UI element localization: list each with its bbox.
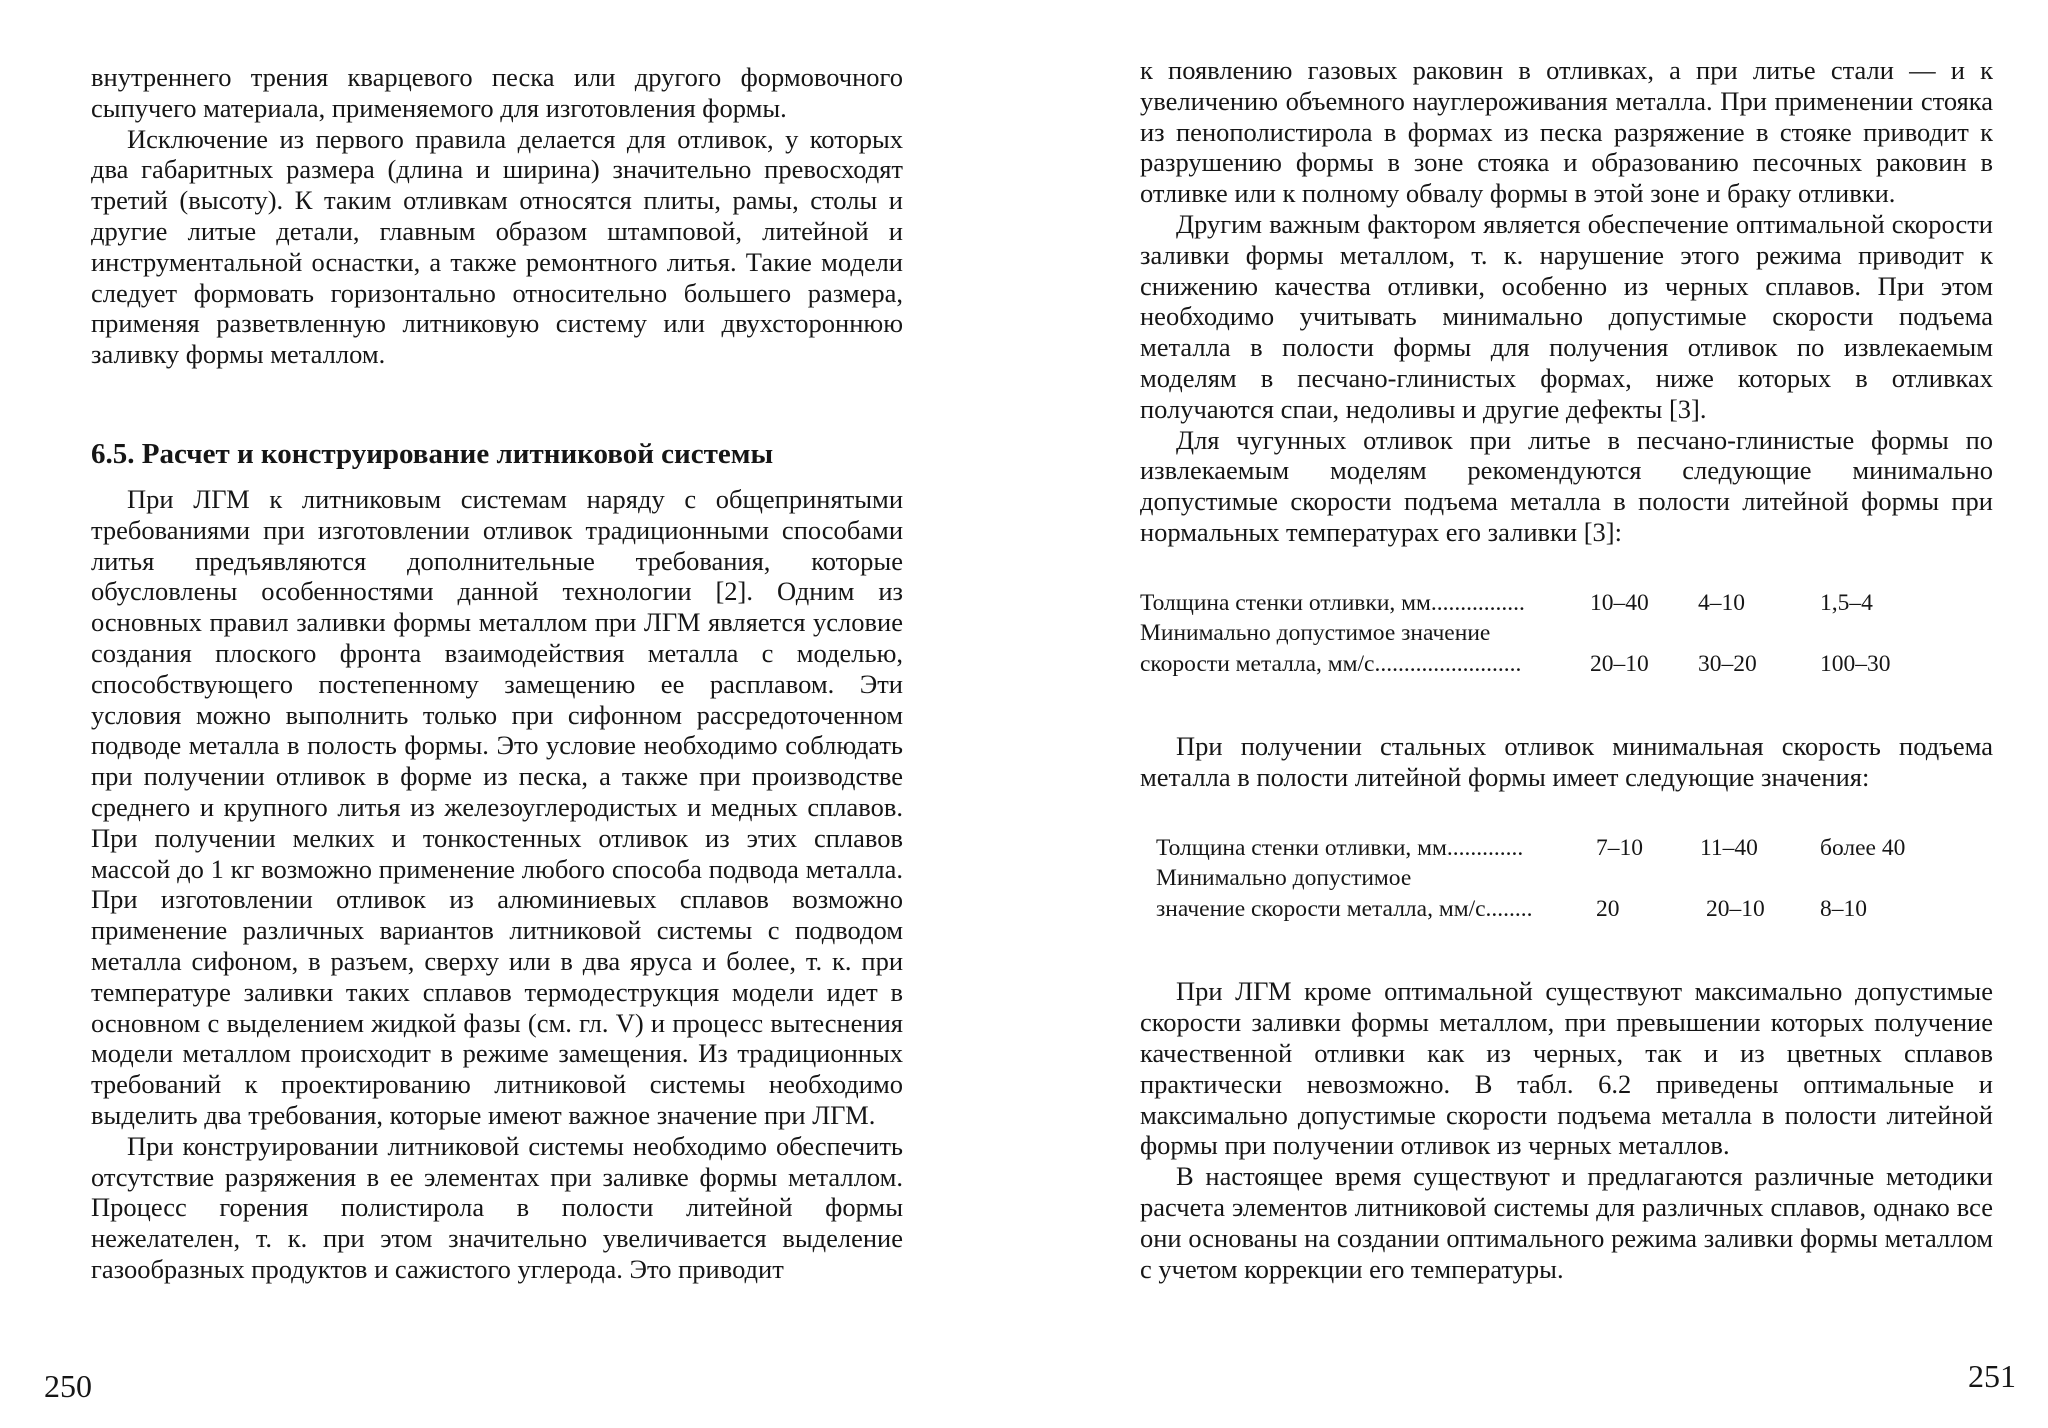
cast-iron-speed-table: Толщина стенки отливки, мм..............… [1140,588,1993,680]
paragraph: Другим важным фактором является обеспече… [1140,208,1993,424]
left-page: внутреннего трения кварцевого песка или … [44,62,903,1404]
paragraph: В настоящее время существуют и предлагаю… [1140,1161,1993,1284]
table-cell: более 40 [1820,834,1906,861]
steel-speed-table: Толщина стенки отливки, мм............. … [1156,833,1993,925]
table-cell: 8–10 [1820,895,1867,922]
paragraph: При ЛГМ кроме оптимальной существуют мак… [1140,976,1993,1161]
table-row: Минимально допустимое значение [1140,618,1993,649]
table-cell: 20–10 [1706,895,1765,922]
table-cell: 7–10 [1596,834,1643,861]
row-label: Минимально допустимое [1156,865,1412,892]
paragraph: Для чугунных отливок при литье в песчано… [1140,424,1993,547]
left-text-column: внутреннего трения кварцевого песка или … [91,62,903,1285]
row-label: Минимально допустимое значение [1140,620,1491,647]
table-cell: 10–40 [1590,589,1649,616]
paragraph: При получении стальных отливок минимальн… [1140,731,1993,793]
right-page: к появлению газовых раковин в отливках, … [1024,0,2048,1428]
row-label: значение скорости металла, мм/с........ [1156,895,1533,922]
paragraph: к появлению газовых раковин в отливках, … [1140,55,1993,209]
paragraph: внутреннего трения кварцевого песка или … [91,62,903,123]
table-cell: 20 [1596,895,1620,922]
row-label: Толщина стенки отливки, мм............. [1156,834,1524,861]
row-label: Толщина стенки отливки, мм..............… [1140,589,1525,616]
table-row: Минимально допустимое [1156,863,1993,894]
table-cell: 100–30 [1820,650,1891,677]
table-cell: 11–40 [1700,834,1758,861]
table-cell: 20–10 [1590,650,1649,677]
table-cell: 30–20 [1698,650,1757,677]
row-label: скорости металла, мм/с..................… [1140,650,1522,677]
table-row: значение скорости металла, мм/с........ … [1156,894,1993,925]
section-heading: 6.5. Расчет и конструирование литниковой… [91,437,774,470]
paragraph: Исключение из первого правила делается д… [91,123,903,370]
page-number-left: 250 [44,1368,92,1404]
paragraph: При ЛГМ к литниковым системам наряду с о… [91,483,903,1130]
table-cell: 1,5–4 [1820,589,1873,616]
right-text-column: к появлению газовых раковин в отливках, … [1140,55,1993,1284]
page-number-right: 251 [1968,1358,2016,1394]
table-row: Толщина стенки отливки, мм..............… [1140,588,1993,619]
table-row: Толщина стенки отливки, мм............. … [1156,833,1993,864]
table-row: скорости металла, мм/с..................… [1140,649,1993,680]
table-cell: 4–10 [1698,589,1745,616]
paragraph: При конструировании литниковой системы н… [91,1130,903,1284]
